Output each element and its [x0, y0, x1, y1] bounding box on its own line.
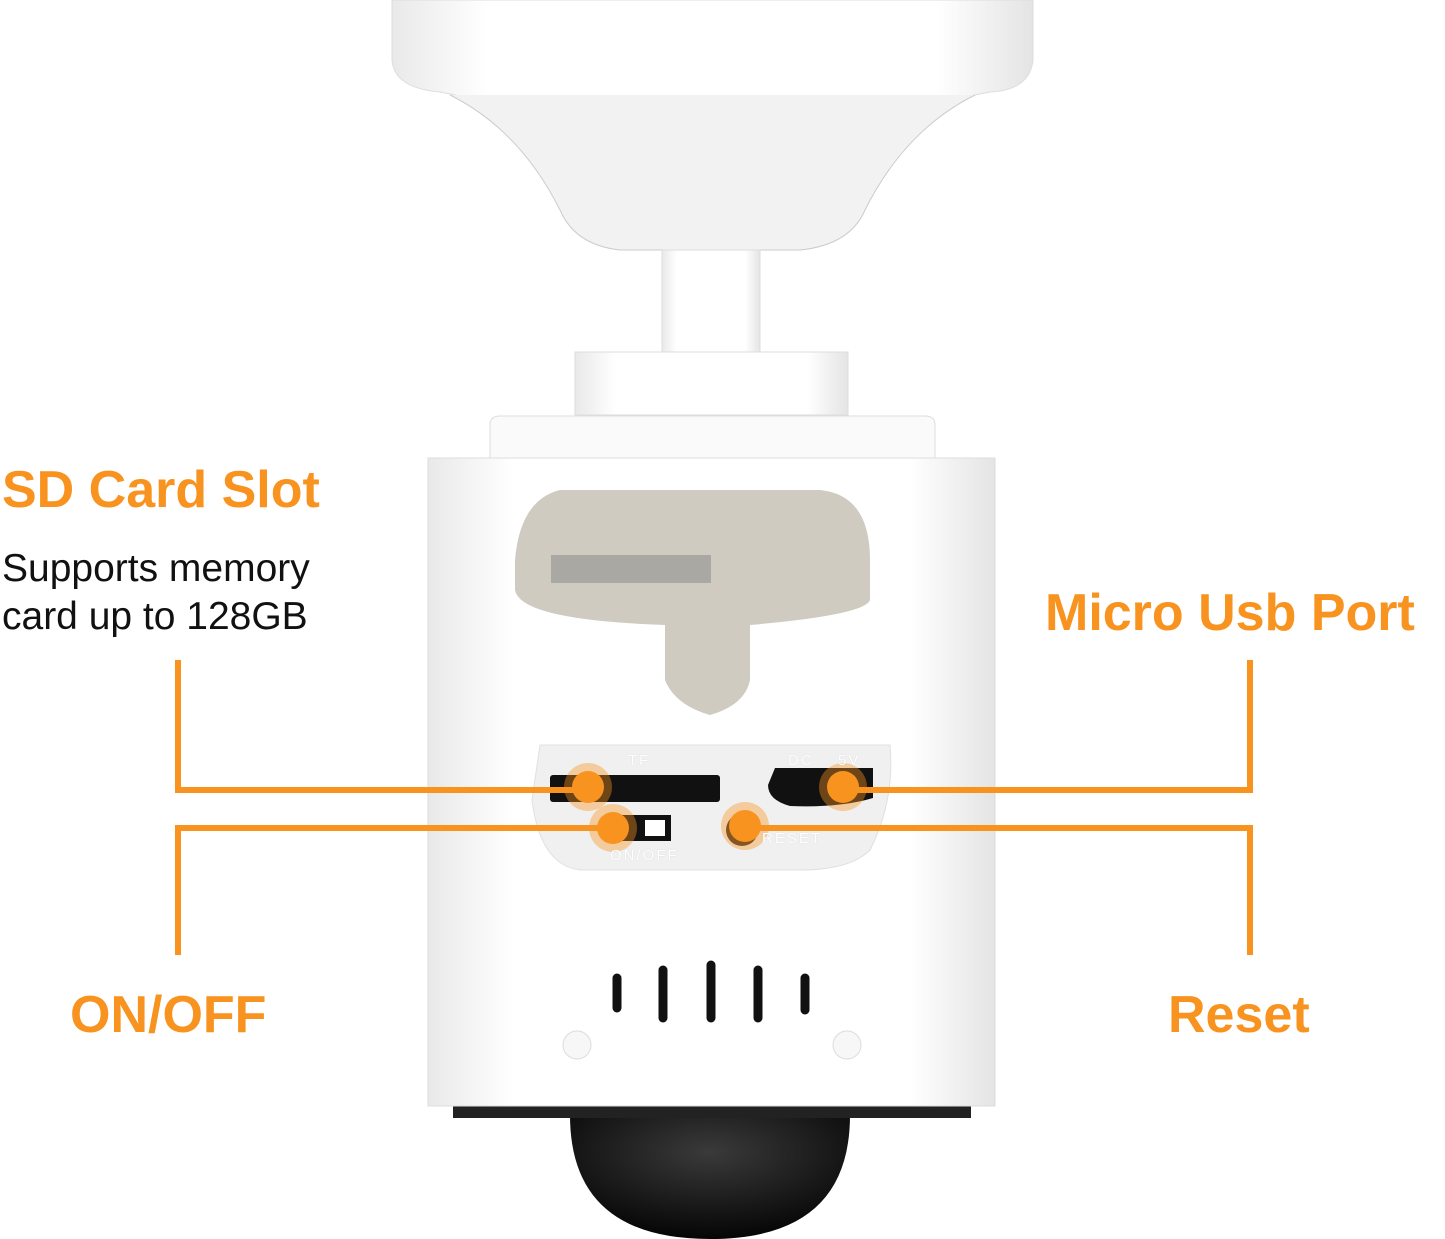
screw-cover-left	[562, 1030, 592, 1060]
reset-marker	[729, 810, 761, 842]
sd-card-marker	[572, 771, 604, 803]
micro-usb-leader-line	[842, 660, 1253, 793]
on-off-marking: ON/OFF	[610, 847, 679, 864]
sd-card-title: SD Card Slot	[2, 461, 320, 519]
power-switch-knob	[645, 820, 665, 836]
on-off-marker	[597, 812, 629, 844]
reset-leader-line	[745, 825, 1253, 955]
mount-nut	[574, 351, 849, 416]
on-off-leader-line	[175, 825, 615, 955]
micro-usb-title: Micro Usb Port	[1045, 584, 1415, 642]
wall-mount	[391, 0, 1034, 251]
mount-pole	[661, 249, 761, 359]
dc-marking: DC	[788, 752, 814, 769]
sd-card-description: Supports memory card up to 128GB	[2, 545, 310, 641]
camera-lens-dome	[570, 1115, 850, 1239]
sd-card-leader-line	[175, 660, 590, 793]
port-cover-flap	[515, 490, 870, 715]
sd-card-description-line2: card up to 128GB	[2, 595, 308, 638]
tf-marking: TF	[628, 752, 651, 769]
sd-card-description-line1: Supports memory	[2, 547, 310, 590]
cover-label-strip	[551, 555, 711, 583]
reset-marking: RESET	[762, 830, 823, 847]
voltage-marking: 5V	[838, 752, 861, 769]
screw-cover-right	[832, 1030, 862, 1060]
on-off-title: ON/OFF	[70, 986, 267, 1044]
micro-usb-marker	[827, 771, 859, 803]
camera-neck	[489, 415, 936, 461]
speaker-vents	[612, 960, 810, 1023]
reset-title: Reset	[1168, 986, 1310, 1044]
